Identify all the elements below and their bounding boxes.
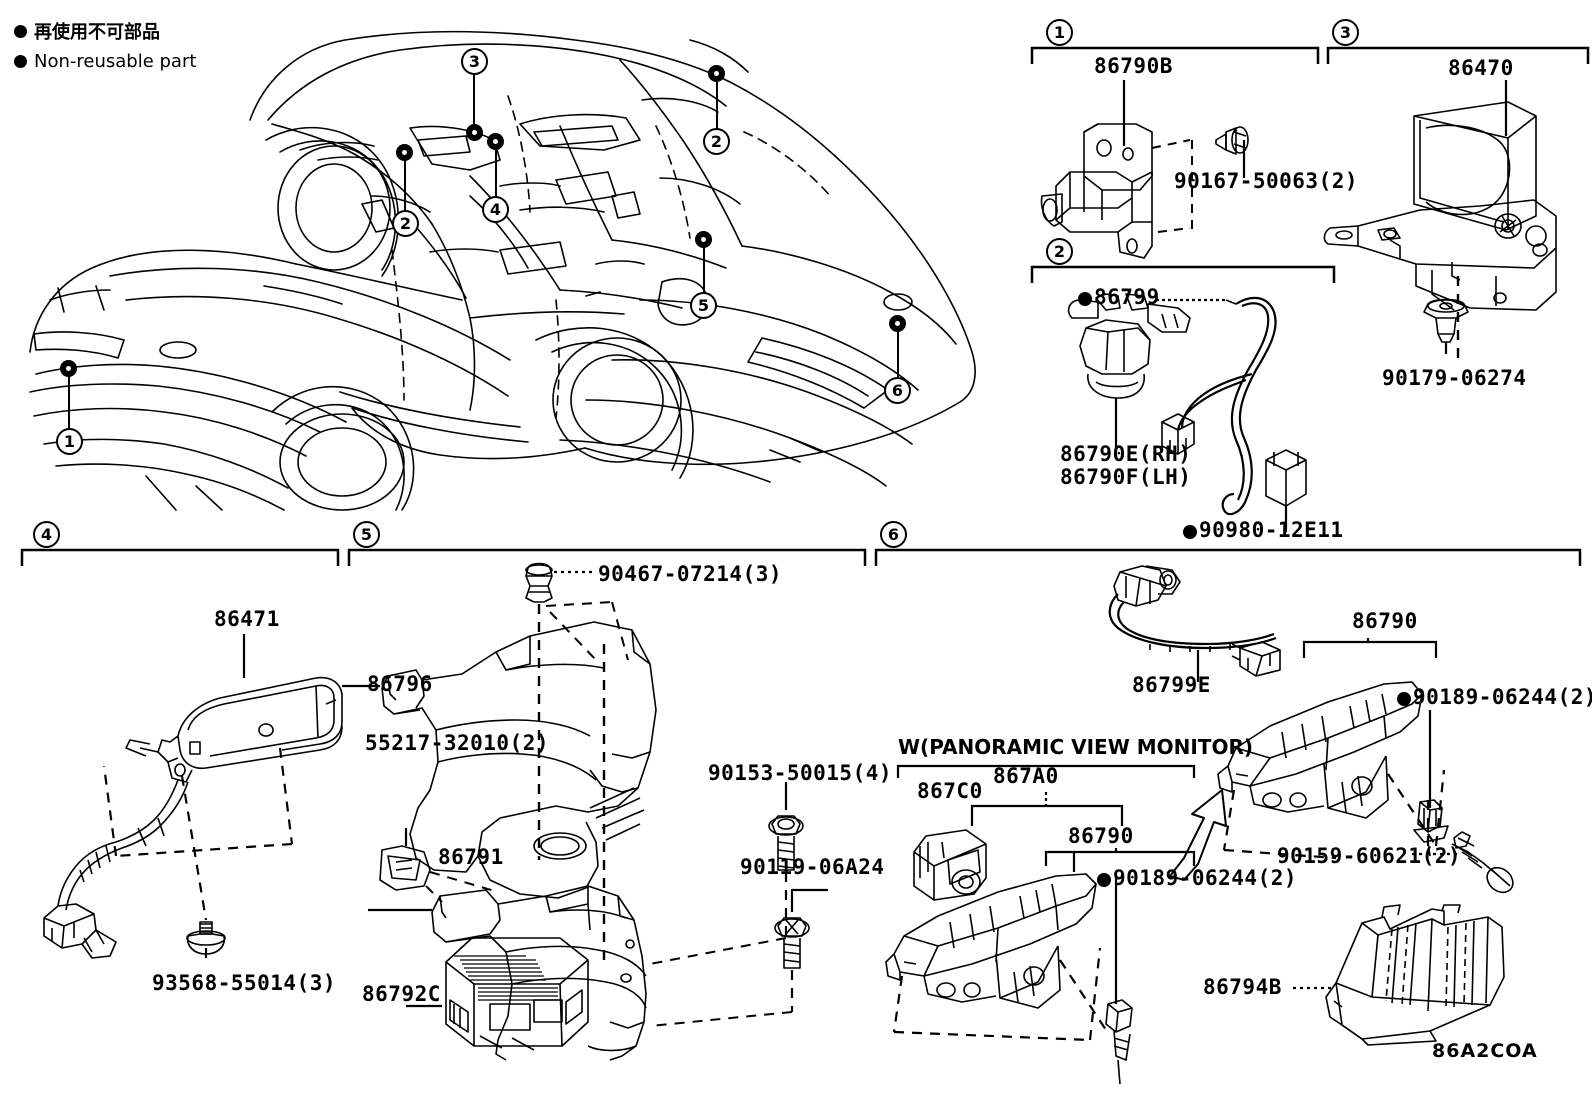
panel-6-label-screw-pvm-group: 90189-06244(2): [1097, 867, 1297, 890]
nonreusable-dot-icon: [1078, 292, 1092, 306]
callout-lead-1: [68, 376, 70, 428]
panel-6-label-86790-pvm: 86790: [1068, 824, 1134, 848]
callout-lead-3: [473, 75, 475, 127]
panel-4-label-bolt: 93568-55014(3): [152, 971, 337, 995]
panel-6-label-screw-std: 90189-06244(2): [1413, 685, 1592, 709]
panel-6-label-86790: 86790: [1352, 609, 1418, 633]
panel-6-label-screw-pvm: 90189-06244(2): [1113, 866, 1298, 890]
panel-6-number: 6: [880, 521, 907, 548]
panel-6-arrow-icon: [1169, 789, 1227, 881]
callout-lead-6: [897, 331, 899, 377]
panel-6-label-867C0: 867C0: [917, 779, 983, 803]
callout-number-4: 4: [482, 196, 509, 223]
panel-5-label-86792C: 86792C: [362, 982, 441, 1006]
panel-2-illustration: [1067, 293, 1307, 532]
panel-5-illustration: [342, 562, 828, 1061]
panel-5-label-bolt-lower: 90119-06A24: [740, 855, 885, 879]
nonreusable-dot-icon: [1183, 525, 1197, 539]
callout-number-6: 6: [884, 377, 911, 404]
panel-6-label-screw-std-group: 90189-06244(2): [1397, 686, 1592, 709]
panel-6-camera-assy-pvm: [885, 852, 1107, 1042]
panel-6-86794B-lead: [1293, 986, 1335, 990]
panel-6-label-tapping-screw: 90159-60621(2): [1277, 844, 1462, 868]
panel-6-camera-harness: [1108, 565, 1277, 682]
callout-marker-4: [487, 133, 504, 150]
panel-6-screw-pvm: [1105, 999, 1133, 1085]
panel-6-label-86799E: 86799E: [1132, 673, 1211, 697]
panel-5-label-nut: 55217-32010(2): [365, 731, 550, 755]
panel-6-camera-assy: [1217, 681, 1446, 860]
panel-2-label-rh: 86790E(RH): [1060, 442, 1192, 466]
filled-circle-icon: [14, 55, 27, 68]
callout-lead-4: [495, 149, 497, 197]
panel-6-86790-pvm-tree: [1044, 848, 1196, 866]
panel-2-label-clamp-group: 90980-12E11: [1183, 519, 1344, 542]
panel-3-illustration: [1323, 80, 1557, 364]
panel-2-label-lh: 86790F(LH): [1060, 465, 1192, 489]
panel-1-bracket: [1030, 46, 1320, 64]
panel-2-number: 2: [1046, 238, 1073, 265]
panel-6-camera-cover: [1325, 904, 1505, 1046]
panel-5-number: 5: [353, 521, 380, 548]
panel-6-bracket: [874, 548, 1582, 566]
panel-3-label-grommet: 90179-06274: [1382, 366, 1527, 390]
callout-lead-2b: [716, 81, 718, 129]
callout-number-1: 1: [56, 428, 83, 455]
panel-5-bracket: [347, 548, 867, 566]
panel-5-label-bolt-upper: 90153-50015(4): [708, 761, 893, 785]
panel-6-tapping-screw: [1451, 831, 1514, 894]
panel-4-illustration: [43, 634, 343, 959]
legend-label-en: Non-reusable part: [34, 51, 197, 72]
panel-4-bracket: [20, 548, 340, 566]
panel-6-tapping-screw-lead: [1412, 852, 1460, 856]
panel-4-number: 4: [33, 521, 60, 548]
vehicle-illustration: [29, 30, 976, 511]
panel-2-bracket: [1030, 265, 1336, 283]
legend: 再使用不可部品 Non-reusable part: [14, 18, 196, 72]
panel-6-867A0-tree: [970, 792, 1124, 826]
panel-6-condition-label: W(PANORAMIC VIEW MONITOR): [898, 735, 1253, 759]
panel-1-number: 1: [1046, 19, 1073, 46]
filled-circle-icon: [14, 24, 27, 38]
diagram-code: 86A2COA: [1432, 1040, 1538, 1062]
callout-marker-3: [466, 124, 483, 141]
nonreusable-dot-icon: [1097, 873, 1111, 887]
callout-marker-6: [889, 315, 906, 332]
callout-marker-2b: [708, 65, 725, 82]
panel-6-label-867A0: 867A0: [993, 764, 1059, 788]
panel-6-screw-std-lead: [1428, 710, 1432, 808]
panel-1-label-screw: 90167-50063(2): [1174, 169, 1359, 193]
panel-6-harness-connector: [1231, 641, 1281, 677]
panel-6-label-86794B: 86794B: [1203, 975, 1282, 999]
panel-6-camera-module: [913, 829, 987, 901]
panel-3-number: 3: [1332, 19, 1359, 46]
panel-3-label-86470: 86470: [1448, 56, 1514, 80]
panel-3-bracket: [1326, 46, 1590, 64]
panel-6-pin-dash: [1426, 800, 1430, 848]
panel-5-label-86791: 86791: [438, 845, 504, 869]
panel-2-label-clamp: 90980-12E11: [1199, 518, 1344, 542]
panel-3-grommet: [1423, 298, 1469, 354]
callout-marker-1: [60, 360, 77, 377]
callout-lead-2a: [404, 160, 406, 210]
callout-number-2a: 2: [392, 210, 419, 237]
panel-6-screw-pvm-lead: [1114, 876, 1118, 1004]
panel-5-label-86796: 86796: [367, 672, 433, 696]
callout-number-3: 3: [461, 48, 488, 75]
panel-4-label-86471: 86471: [214, 607, 280, 631]
nonreusable-dot-icon: [1397, 692, 1411, 706]
panel-6-condition-bracket: [896, 764, 1196, 778]
callout-number-5: 5: [690, 292, 717, 319]
callout-lead-5: [703, 247, 705, 293]
panel-1-illustration: [1040, 80, 1249, 259]
callout-number-2b: 2: [703, 128, 730, 155]
legend-label-jp: 再使用不可部品: [34, 22, 160, 43]
callout-marker-2a: [396, 144, 413, 161]
panel-6-86790-tree: [1302, 638, 1438, 658]
callout-marker-5: [695, 231, 712, 248]
panel-5-label-clip: 90467-07214(3): [598, 562, 783, 586]
panel-1-label-86790B: 86790B: [1094, 54, 1173, 78]
